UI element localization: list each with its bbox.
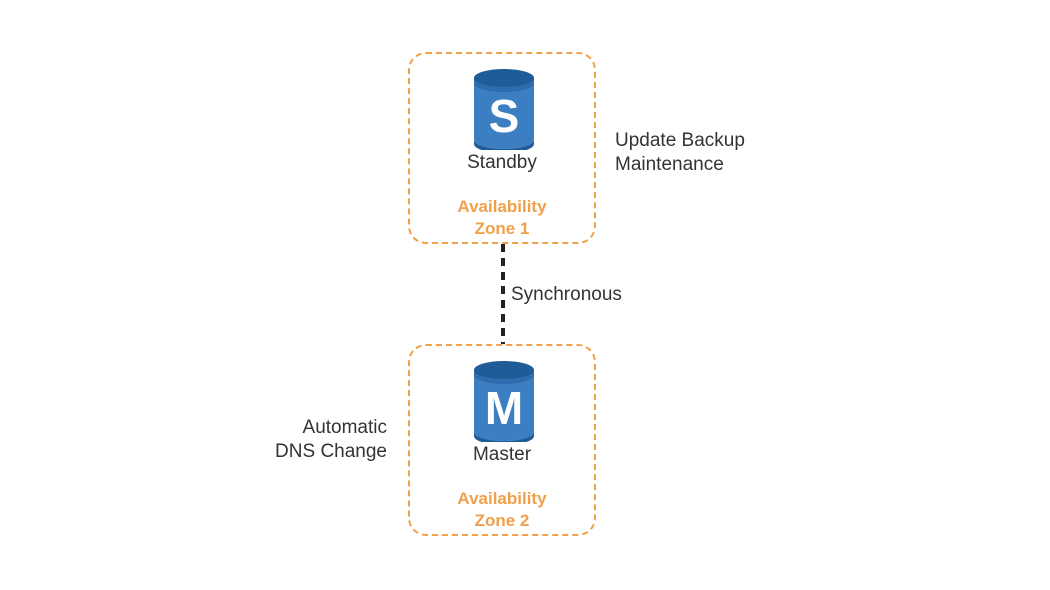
master-label: Master	[472, 444, 532, 465]
master-note: Automatic DNS Change	[250, 416, 387, 464]
zone-2-label: Availability Zone 2	[410, 488, 594, 532]
database-letter: S	[489, 90, 520, 142]
database-icon: S	[474, 69, 534, 150]
database-letter: M	[485, 382, 523, 434]
zone-1-label: Availability Zone 1	[410, 196, 594, 240]
synchronous-connector	[501, 244, 505, 344]
availability-zone-1: S Standby Availability Zone 1	[408, 52, 596, 244]
database-icon: M	[474, 361, 534, 442]
standby-note-line1: Update Backup	[615, 130, 745, 151]
standby-note-line2: Maintenance	[615, 154, 724, 175]
availability-zone-2: M Master Availability Zone 2	[408, 344, 596, 536]
standby-label: Standby	[467, 152, 537, 173]
standby-note: Update Backup Maintenance	[615, 129, 745, 177]
zone-2-label-line2: Zone 2	[474, 511, 530, 530]
zone-2-label-line1: Availability	[457, 489, 547, 508]
zone-1-label-line2: Zone 1	[474, 219, 530, 238]
zone-1-label-line1: Availability	[457, 197, 547, 216]
synchronous-label: Synchronous	[511, 284, 622, 305]
master-note-line1: Automatic	[302, 417, 387, 438]
master-note-line2: DNS Change	[275, 441, 387, 462]
